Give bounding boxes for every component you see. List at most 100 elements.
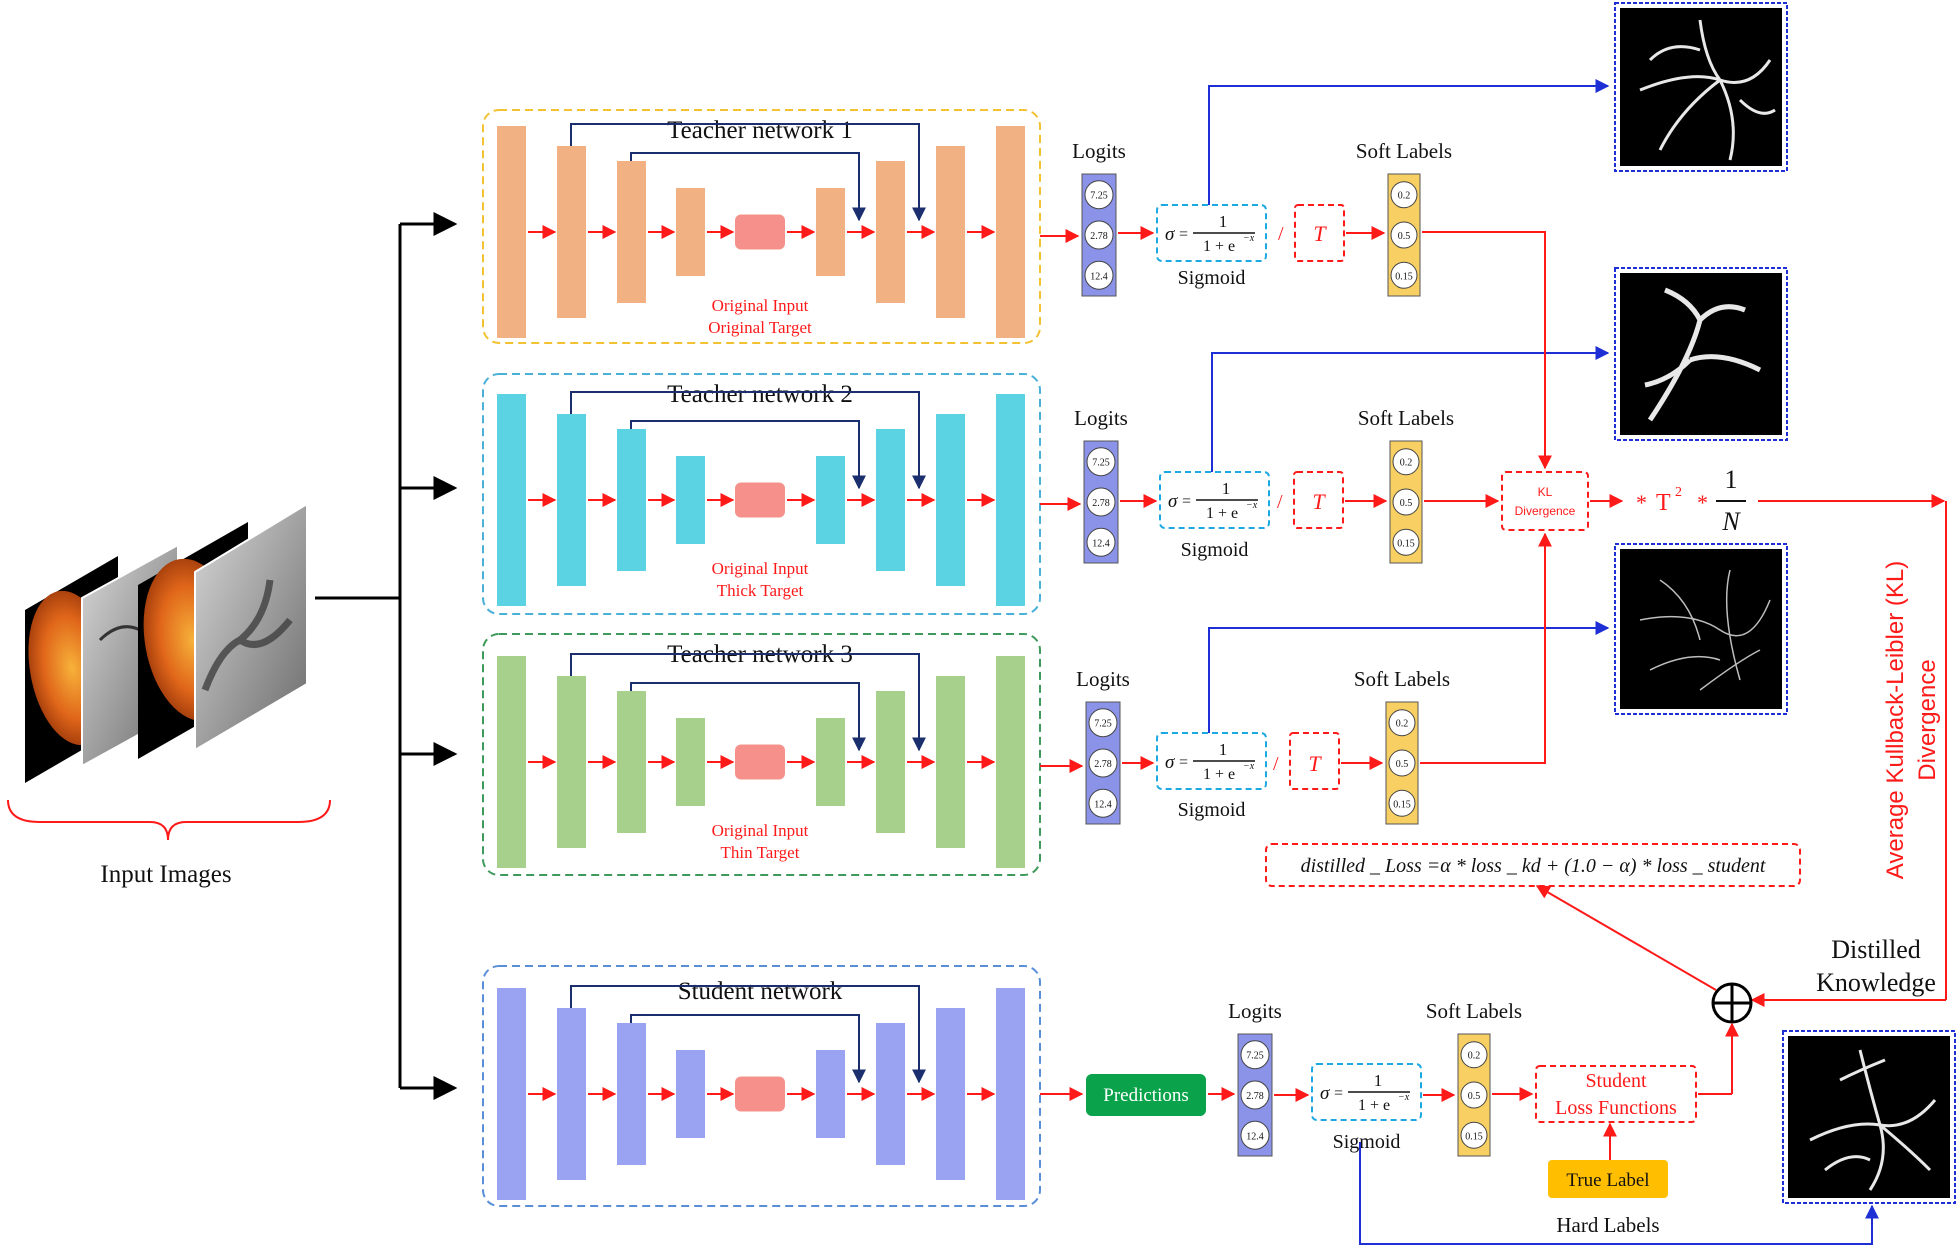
teacher1-sigma-exp: −x: [1243, 233, 1255, 244]
kl-divergence-box: KL Divergence: [1501, 471, 1589, 531]
student-container: [482, 965, 1041, 1207]
scale-t: T: [1656, 490, 1671, 516]
teacher2-skip-inner: [630, 420, 866, 490]
teacher2-layer-8: [936, 414, 965, 586]
teacher3-soft-label-value: 0.5: [1396, 759, 1409, 770]
distilled-knowledge-line1: Distilled: [1831, 935, 1921, 964]
average-kl-line2: Divergence: [1914, 659, 1941, 780]
teacher2-layer-2: [557, 414, 586, 586]
teacher1-logit-cell: [1084, 260, 1114, 290]
teacher3-layer-4: [676, 718, 705, 806]
output-map-teacher1: [1614, 2, 1788, 172]
teacher3-logit-value: 2.78: [1094, 759, 1112, 770]
teacher2-skip-outer: [570, 391, 926, 490]
teacher2-sigma-den: 1 + e: [1206, 505, 1238, 522]
student-sigma-exp: −x: [1398, 1092, 1410, 1103]
student-layer-7: [876, 1023, 905, 1165]
teacher1-note-target: Original Target: [708, 318, 812, 337]
teacher3-layer-9: [996, 656, 1025, 868]
scale-denominator: N: [1721, 507, 1741, 536]
teacher1-skip-inner: [630, 152, 866, 222]
teacher2-note-target: Thick Target: [717, 581, 804, 600]
teacher1-layer-7: [876, 161, 905, 303]
student-sigma-den: 1 + e: [1358, 1097, 1390, 1114]
teacher2-bottleneck: [735, 482, 785, 518]
teacher3-sigma: σ: [1165, 752, 1175, 773]
student-sigma-eq: =: [1334, 1085, 1343, 1102]
teacher3-soft-label-cell: [1388, 709, 1416, 737]
teacher3-soft-to-kl-arrow: [1420, 532, 1552, 764]
teacher1-soft-label-cell: [1390, 221, 1418, 249]
teacher2-temperature-box: [1293, 471, 1344, 529]
teacher2-logit-value: 7.25: [1092, 458, 1110, 469]
average-kl-label: Average Kullback-Leibler (KL) Divergence: [1882, 561, 1941, 879]
student-soft-label-value: 0.15: [1465, 1131, 1483, 1142]
distilled-loss-box: distilled _ Loss =α * loss _ kd + (1.0 −…: [1265, 843, 1801, 887]
student-logit-cell: [1240, 1120, 1270, 1150]
teacher3-skip-outer: [570, 653, 926, 752]
teacher2-to-output-arrow: [1211, 346, 1610, 472]
student-layer-4: [676, 1050, 705, 1138]
scale-numerator: 1: [1725, 465, 1738, 494]
student-loss-line2: Loss Functions: [1555, 1097, 1677, 1119]
teacher1-temperature: T: [1313, 221, 1327, 246]
average-kl-line1: Average Kullback-Leibler (KL): [1882, 561, 1909, 879]
teacher1-bottleneck: [735, 214, 785, 250]
scale-mul-2: *: [1697, 490, 1708, 515]
teacher1-note-input: Original Input: [712, 296, 809, 315]
student-layer-9: [996, 988, 1025, 1200]
scale-t-exp: 2: [1675, 485, 1682, 500]
teacher2-container: [482, 373, 1041, 615]
predictions-label: Predictions: [1103, 1085, 1189, 1106]
teacher3-to-output-arrow: [1208, 621, 1610, 733]
teacher3-logit-cell: [1088, 788, 1118, 818]
sum-node: [1711, 982, 1753, 1024]
hard-labels-arrow: [1359, 1142, 1879, 1245]
student-soft-label-cell: [1460, 1081, 1488, 1109]
teacher1-layer-6: [816, 188, 845, 276]
student-layer-8: [936, 1008, 965, 1180]
teacher3-logits-title: Logits: [1076, 667, 1130, 691]
teacher2-note-input: Original Input: [712, 559, 809, 578]
teacher3-sigma-eq: =: [1179, 754, 1188, 771]
teacher3-soft-label-cell: [1388, 789, 1416, 817]
teacher3-note-input: Original Input: [712, 821, 809, 840]
scale-mul-1: *: [1636, 490, 1647, 515]
teacher1-layer-1: [497, 126, 526, 338]
teacher3-sigma-den: 1 + e: [1203, 766, 1235, 783]
teacher2-soft-label-cell: [1392, 448, 1420, 476]
student-soft-label-value: 0.5: [1468, 1091, 1481, 1102]
student-logits-title: Logits: [1228, 999, 1282, 1023]
teacher3-soft-label-value: 0.15: [1393, 799, 1411, 810]
teacher1-logit-value: 7.25: [1090, 191, 1108, 202]
student-layer-1: [497, 988, 526, 1200]
teacher1-sigma: σ: [1165, 224, 1175, 245]
student-logit-value: 7.25: [1246, 1051, 1264, 1062]
teacher1-soft-label-value: 0.2: [1398, 191, 1411, 202]
teacher2-sigma-num: 1: [1222, 479, 1231, 498]
teacher1-title: Teacher network 1: [667, 117, 853, 144]
distilled-loss-formula: distilled _ Loss =α * loss _ kd + (1.0 −…: [1301, 855, 1766, 877]
teacher3-layer-6: [816, 718, 845, 806]
teacher2-logit-cell: [1086, 447, 1116, 477]
hard-labels-label: Hard Labels: [1556, 1213, 1659, 1237]
student-skip-inner: [630, 1014, 866, 1084]
teacher1-soft-labels-title: Soft Labels: [1356, 139, 1452, 163]
teacher3-bottleneck: [735, 744, 785, 780]
scale-factor: * T 2 * 1 N: [1636, 465, 1746, 536]
teacher1-logit-value: 2.78: [1090, 231, 1108, 242]
teacher3-layer-7: [876, 691, 905, 833]
teacher1-skip-outer: [570, 123, 926, 222]
teacher3-sigma-num: 1: [1219, 740, 1228, 759]
output-map-student: [1782, 1030, 1956, 1204]
teacher1-layer-8: [936, 146, 965, 318]
teacher2-sigmoid-label: Sigmoid: [1181, 539, 1249, 561]
student-sigmoid-label: Sigmoid: [1333, 1131, 1401, 1153]
teacher3-container: [482, 633, 1041, 876]
student-sigma-num: 1: [1374, 1071, 1383, 1090]
teacher2-layer-4: [676, 456, 705, 544]
teacher1-logits-title: Logits: [1072, 139, 1126, 163]
student-layer-6: [816, 1050, 845, 1138]
student-layer-2: [557, 1008, 586, 1180]
